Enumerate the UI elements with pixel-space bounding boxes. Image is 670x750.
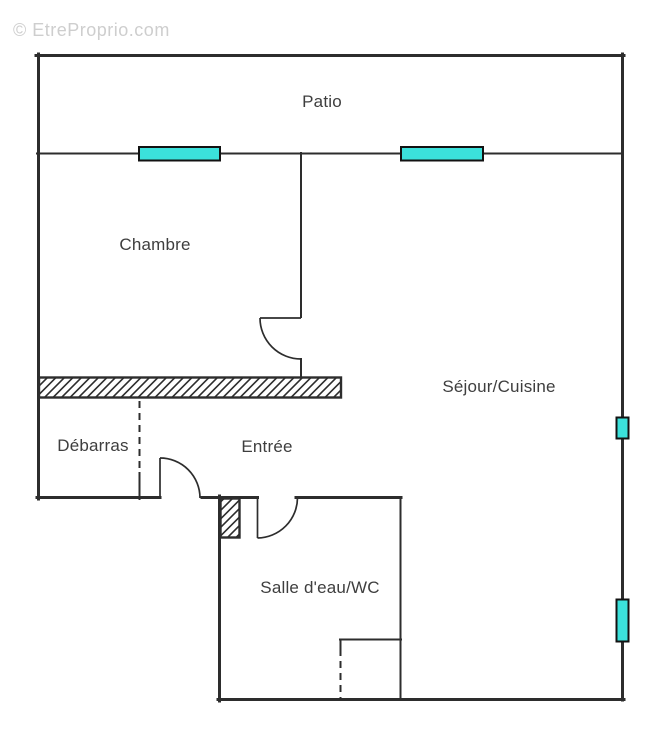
door-arc (259, 317, 302, 360)
door-chambre (259, 317, 302, 360)
doors (159, 317, 302, 539)
room-label-debarras: Débarras (57, 436, 129, 455)
shower-line (339, 638, 402, 650)
room-label-patio: Patio (302, 92, 342, 111)
room-label-sejour-cuisine: Séjour/Cuisine (442, 377, 556, 396)
window-chambre (138, 146, 221, 162)
hatched-walls (37, 376, 343, 539)
watermark: © EtreProprio.com (13, 20, 170, 40)
hatched-wall-main (37, 376, 343, 399)
room-label-entree: Entrée (241, 437, 293, 456)
room-label-chambre: Chambre (119, 235, 191, 254)
dashed-partitions (138, 401, 342, 698)
window-sejour-right-upper (615, 416, 630, 440)
window-sejour-right-lower (615, 598, 630, 643)
door-arc (257, 497, 299, 539)
door-arc (159, 457, 201, 499)
interior-walls (36, 152, 624, 700)
window-sejour-top (400, 146, 484, 162)
door-salle-eau (256, 497, 299, 539)
hatched-wall-pillar (219, 497, 241, 539)
door-entree (159, 457, 201, 499)
windows (138, 146, 630, 643)
room-label-salle-eau-wc: Salle d'eau/WC (260, 578, 380, 597)
outer-walls (34, 52, 626, 703)
